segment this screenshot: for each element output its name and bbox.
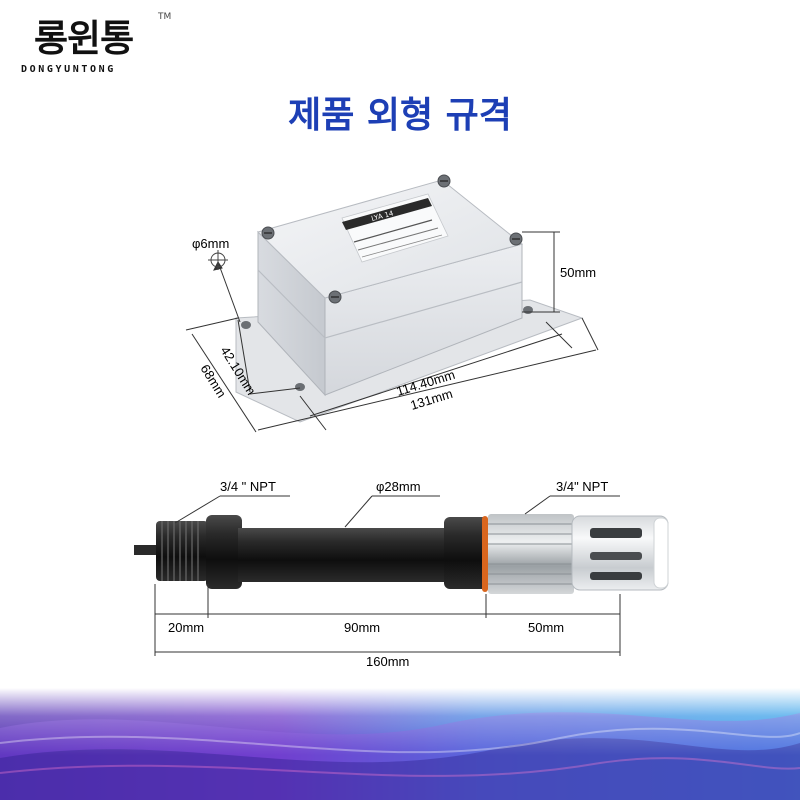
segment-90-label: 90mm: [344, 620, 380, 635]
probe-body: [238, 528, 448, 582]
o-ring: [482, 516, 488, 592]
dimension-drawing: LYA 14: [134, 174, 669, 669]
outer-depth-label: 68mm: [197, 362, 229, 401]
left-thread-label: 3/4 " NPT: [220, 479, 276, 494]
connector-pin: [134, 545, 156, 555]
page-title: 제품 외형 규격: [288, 95, 512, 136]
enclosure-box: LYA 14: [235, 174, 584, 423]
footer-wave-band: [0, 688, 800, 800]
screw-icon: [261, 174, 523, 304]
brand-tm-mark: TM: [158, 12, 172, 22]
right-thread-label: 3/4" NPT: [556, 479, 608, 494]
total-length-label: 160mm: [366, 654, 409, 669]
crosshair-icon: [208, 250, 228, 270]
height-label: 50mm: [560, 265, 596, 280]
segment-50-label: 50mm: [528, 620, 564, 635]
segment-20-label: 20mm: [168, 620, 204, 635]
brand-logo: 롱윈통: [34, 17, 134, 60]
steel-sleeve: [488, 514, 574, 594]
hole-diameter-label: φ6mm: [192, 236, 229, 251]
ph-probe: [134, 514, 669, 594]
device-label: [341, 193, 449, 263]
probe-diameter-label: φ28mm: [376, 479, 421, 494]
left-thread: [156, 521, 208, 581]
brand-subtitle: DONGYUNTONG: [21, 64, 116, 75]
